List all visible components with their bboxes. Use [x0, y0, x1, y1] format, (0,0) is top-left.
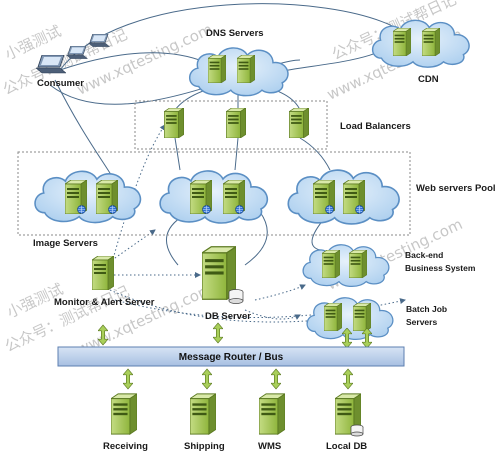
message-bus-label: Message Router / Bus — [179, 352, 284, 363]
message-bus: Message Router / Bus — [57, 346, 405, 367]
db-server — [202, 246, 244, 304]
web-servers-pool-box — [17, 151, 411, 236]
load-balancers-label: Load Balancers — [340, 121, 411, 132]
db-bus-arrow — [213, 322, 223, 344]
server-icon — [324, 303, 342, 331]
watermark-url: www.xqtesting.com — [74, 20, 215, 99]
server-icon — [289, 108, 309, 138]
globe-icon — [325, 205, 334, 214]
globe-icon — [108, 205, 117, 214]
monitor-bus-line — [109, 289, 321, 323]
globe-icon — [202, 205, 211, 214]
server-icon — [349, 250, 367, 278]
globe-icon — [355, 205, 364, 214]
backend-business-system-cloud — [302, 244, 390, 288]
server-icon — [322, 250, 340, 278]
server-icon — [226, 108, 246, 138]
receiving-bus-arrow — [123, 368, 133, 390]
watermark-account: 公众号：测试帮日记 — [2, 282, 132, 355]
globe-icon — [77, 205, 86, 214]
backend-business-system-label-1: Back-end — [405, 250, 444, 260]
local-db-label: Local DB — [326, 441, 368, 452]
image-servers-cloud — [34, 170, 142, 224]
web-db-line — [244, 211, 268, 266]
shipping-server — [190, 393, 216, 435]
backend-business-system-label-2: Business System — [405, 263, 476, 273]
web-servers-pool-label: Web servers Pool — [416, 183, 496, 194]
monitor-alert-server — [92, 256, 114, 290]
server-icon — [259, 393, 285, 435]
server-icon — [111, 393, 137, 435]
image-servers-label: Image Servers — [33, 238, 98, 249]
load-balancers-group-box — [134, 100, 328, 150]
db-server-label: DB Server — [205, 311, 251, 322]
consumer-label: Consumer — [37, 78, 84, 89]
dns-servers-label: DNS Servers — [206, 28, 264, 39]
batch-job-servers-label-2: Servers — [406, 317, 438, 327]
server-icon — [208, 55, 226, 83]
localdb-bus-arrow — [343, 368, 353, 390]
batch-job-servers-label-1: Batch Job — [406, 304, 448, 314]
lb1-web-line — [174, 137, 181, 171]
server-icon — [353, 303, 371, 331]
monitor-alert-server-label: Monitor & Alert Server — [54, 297, 155, 308]
dns-servers-cloud — [188, 47, 289, 97]
load-balancers — [164, 108, 309, 138]
database-icon — [228, 289, 244, 304]
server-icon — [190, 393, 216, 435]
lb2-web-line — [234, 137, 239, 171]
db-batch-line — [244, 309, 301, 320]
receiving-server — [111, 393, 137, 435]
server-icon — [92, 256, 114, 290]
server-icon — [422, 28, 440, 56]
consumer-dns-line — [59, 52, 206, 71]
shipping-label: Shipping — [184, 441, 225, 452]
wms-server — [259, 393, 285, 435]
web-servers-cloud-1 — [159, 170, 269, 224]
web-servers-cloud-2 — [287, 169, 400, 225]
cdn-label: CDN — [418, 74, 439, 85]
globe-icon — [235, 205, 244, 214]
wms-label: WMS — [258, 441, 282, 452]
receiving-label: Receiving — [103, 441, 148, 452]
local-db-server — [335, 393, 364, 437]
db-backend-line — [254, 284, 306, 301]
server-icon — [237, 55, 255, 83]
monitor-lb-line — [109, 124, 166, 271]
wms-bus-arrow — [271, 368, 281, 390]
server-icon — [164, 108, 184, 138]
shipping-bus-arrow — [202, 368, 212, 390]
server-icon — [393, 28, 411, 56]
lb3-web-line — [299, 137, 331, 171]
